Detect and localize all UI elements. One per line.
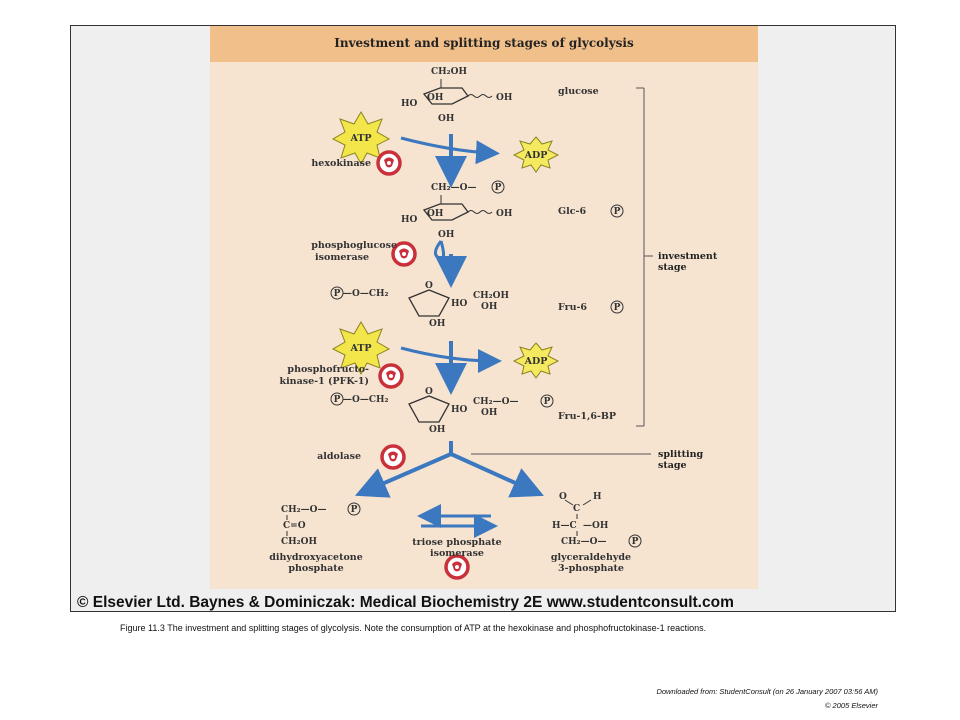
dhap-phosphate: P	[351, 505, 358, 515]
enzyme-pfk-line2: kinase-1 (PFK-1)	[279, 376, 369, 387]
enzyme-icon-tpi	[444, 554, 470, 580]
fru16bp-oh-1: OH	[481, 408, 498, 418]
stage-investment-line1: investment	[658, 251, 718, 262]
glc6p-ch2-o: CH₂—O—	[431, 183, 476, 193]
adp-label-2: ADP	[524, 356, 548, 367]
g3p-h-top: H	[593, 492, 602, 502]
adp-label-1: ADP	[524, 150, 548, 161]
molecule-glc6p: Glc-6	[558, 206, 586, 217]
atp-burst-2: ATP	[331, 321, 391, 376]
glucose-ch2oh: CH₂OH	[431, 67, 467, 77]
diagram-panel: Investment and splitting stages of glyco…	[210, 26, 758, 589]
atp-burst-1: ATP	[331, 111, 391, 166]
glc6p-structure: CH₂—O— P HO OH OH OH	[401, 180, 513, 240]
molecule-fru16bp: Fru-1,6-BP	[558, 411, 616, 422]
molecule-dhap-line2: phosphate	[288, 563, 343, 574]
arrow-to-dhap	[354, 452, 452, 498]
fru16bp-phosphate-2: P	[544, 397, 551, 407]
molecule-fru6p: Fru-6	[558, 302, 587, 313]
glc6p-oh-3: OH	[496, 209, 513, 219]
stage-splitting-line1: splitting	[658, 449, 704, 460]
panel-header: Investment and splitting stages of glyco…	[210, 26, 758, 62]
atp-label-1: ATP	[349, 133, 371, 144]
enzyme-pgi-line1: phosphoglucose	[311, 240, 397, 251]
molecule-glucose: glucose	[558, 86, 599, 97]
dhap-c-eq-o: C=O	[283, 521, 306, 531]
glucose-oh-3: OH	[496, 93, 513, 103]
g3p-o: O	[559, 492, 567, 502]
fru16bp-ch2-o: CH₂—O—	[473, 397, 518, 407]
stage-investment-line2: stage	[658, 262, 687, 273]
flow-arrows	[354, 134, 544, 538]
arrow-to-g3p	[450, 452, 544, 498]
g3p-ch2-o: CH₂—O—	[561, 537, 606, 547]
g3p-phosphate: P	[632, 537, 639, 547]
glucose-oh-2: OH	[438, 114, 455, 124]
glucose-structure: CH₂OH HO OH OH OH	[401, 67, 513, 124]
enzyme-tpi-line2: isomerase	[430, 548, 484, 559]
fru6p-o: O	[425, 281, 433, 291]
arrow-atp-in-2	[400, 346, 502, 373]
glc6p-p-circle	[610, 204, 624, 218]
fru16bp-o: O	[425, 387, 433, 397]
arrow-atp-in-1	[400, 136, 500, 165]
glc6p-oh-2: OH	[438, 230, 455, 240]
figure-caption: Figure 11.3 The investment and splitting…	[120, 623, 707, 633]
fru6p-oh-2: OH	[429, 319, 446, 329]
enzyme-hexokinase: hexokinase	[311, 158, 371, 169]
g3p-structure: O H C H—C —OH CH₂—O— P	[552, 492, 642, 548]
figure-frame: Investment and splitting stages of glyco…	[70, 25, 896, 612]
fru16bp-oh-2: OH	[429, 425, 446, 435]
enzyme-icon-aldolase	[380, 444, 406, 470]
fru6p-label-phosphate: P	[614, 303, 621, 313]
enzyme-pfk-line1: phosphofructo-	[287, 364, 369, 375]
fru16bp-ho: HO	[451, 405, 468, 415]
fru16bp-phosphate-1: P	[334, 395, 341, 405]
fru6p-o-ch2: —O—CH₂	[343, 289, 389, 299]
adp-burst-2: ADP	[512, 342, 560, 379]
arrow-pgi-loop	[434, 240, 446, 261]
glc6p-label-phosphate: P	[614, 207, 621, 217]
glucose-oh-1: OH	[427, 93, 444, 103]
enzyme-aldolase: aldolase	[317, 451, 361, 462]
download-note: Downloaded from: StudentConsult (on 26 J…	[656, 687, 878, 696]
fru6p-phosphate: P	[334, 289, 341, 299]
g3p-h-c: H—C	[552, 521, 577, 531]
elsevier-note: © 2005 Elsevier	[824, 701, 878, 710]
enzyme-tpi-line1: triose phosphate	[412, 537, 501, 548]
dhap-structure: CH₂—O— P C=O CH₂OH	[281, 502, 361, 547]
molecule-g3p-line1: glyceraldehyde	[551, 552, 631, 563]
fru6p-ch2oh: CH₂OH	[473, 291, 509, 301]
enzyme-icon-hexokinase	[376, 150, 402, 176]
stage-splitting-line2: stage	[658, 460, 687, 471]
atp-label-2: ATP	[349, 343, 371, 354]
fru6p-structure: P —O—CH₂ O HO CH₂OH OH OH	[330, 281, 509, 329]
molecule-g3p-line2: 3-phosphate	[558, 563, 624, 574]
figure-title: Investment and splitting stages of glyco…	[334, 36, 634, 50]
fru16bp-o-ch2: —O—CH₂	[343, 395, 389, 405]
glc6p-phosphate: P	[495, 183, 502, 193]
molecule-dhap-line1: dihydroxyacetone	[269, 552, 363, 563]
enzyme-pgi-line2: isomerase	[315, 252, 369, 263]
dhap-ch2-o: CH₂—O—	[281, 505, 326, 515]
fru16bp-structure: P —O—CH₂ O HO CH₂—O— P OH OH	[330, 387, 554, 435]
glycolysis-diagram: ATP ADP ATP ADP hexokinase phosphoglucos…	[269, 67, 718, 580]
fru6p-p-circle	[610, 300, 624, 314]
copyright-bar: © Elsevier Ltd. Baynes & Dominiczak: Med…	[77, 594, 734, 611]
enzyme-icon-pfk	[378, 363, 404, 389]
investment-bracket	[636, 87, 653, 427]
g3p-oh: —OH	[583, 521, 609, 531]
glc6p-oh-1: OH	[427, 209, 444, 219]
fru6p-oh-1: OH	[481, 302, 498, 312]
adp-burst-1: ADP	[512, 136, 560, 173]
dhap-ch2oh: CH₂OH	[281, 537, 317, 547]
glc6p-ho: HO	[401, 215, 418, 225]
glucose-ho: HO	[401, 99, 418, 109]
g3p-c: C	[573, 504, 580, 514]
fru6p-ho: HO	[451, 299, 468, 309]
